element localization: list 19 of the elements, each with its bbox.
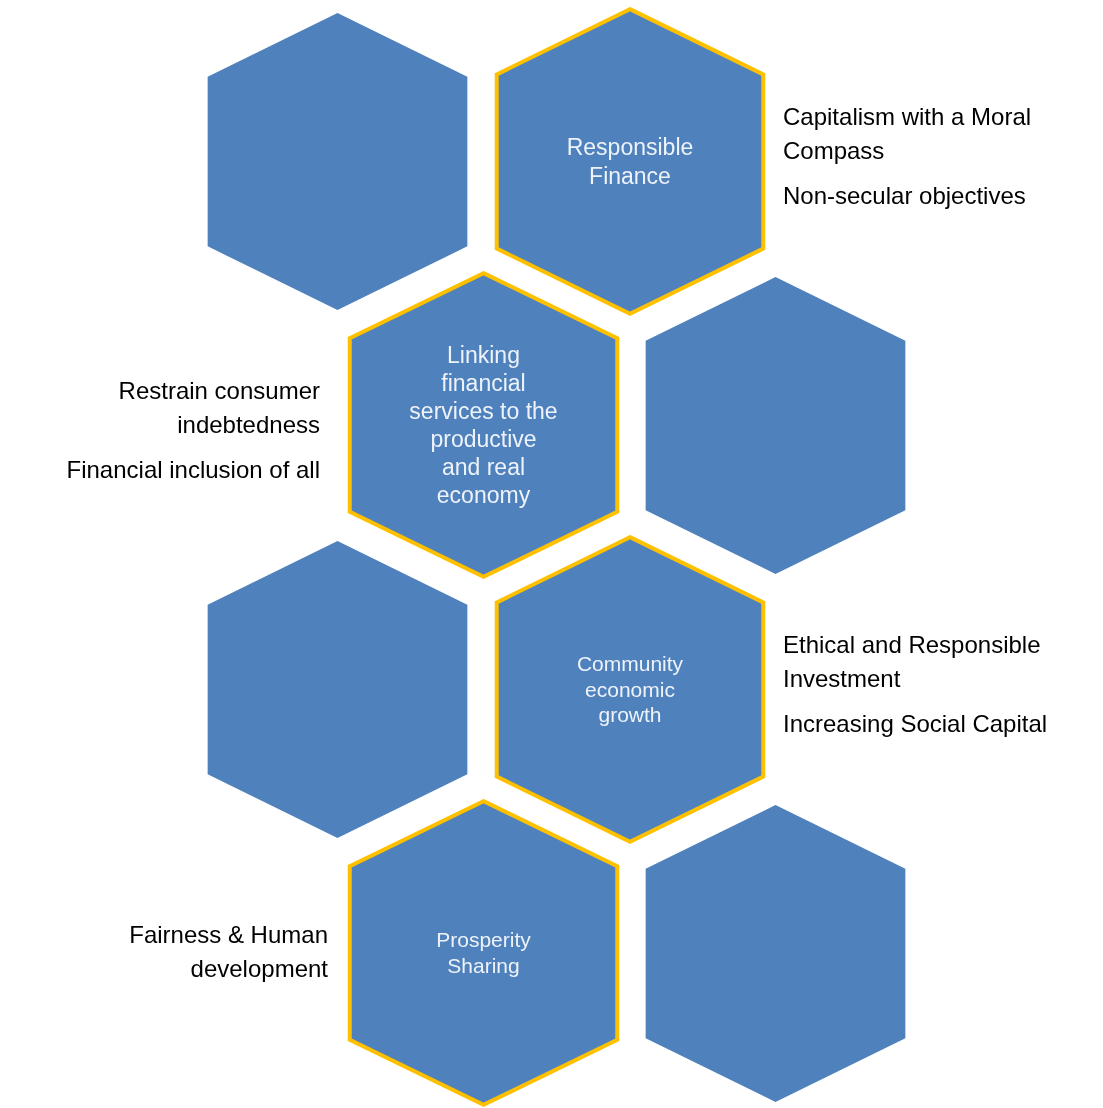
hexagon-label: Prosperity Sharing <box>435 927 532 979</box>
hexagon <box>494 6 766 317</box>
hexagon-label: Linking financial services to the productive and real economy <box>408 340 559 510</box>
side-note: Non-secular objectives <box>783 181 1026 212</box>
side-note: Increasing Social Capital <box>783 709 1048 740</box>
hexagon <box>205 10 470 313</box>
side-note: Restrain consumer indebtedness <box>117 376 320 440</box>
side-note: Ethical and Responsible Investment <box>783 630 1042 694</box>
hexagon-label: Community economic growth <box>575 651 685 728</box>
hexagon <box>347 798 620 1108</box>
hexagon <box>205 538 470 841</box>
hexagon <box>347 270 620 580</box>
hexagon <box>643 802 908 1105</box>
side-note: Fairness & Human development <box>128 920 328 984</box>
hexagon <box>643 274 908 577</box>
side-note: Financial inclusion of all <box>66 455 320 486</box>
hexagon-label: Responsible Finance <box>565 133 695 190</box>
side-note: Capitalism with a Moral Compass <box>783 102 1033 166</box>
hexagon <box>494 534 766 845</box>
